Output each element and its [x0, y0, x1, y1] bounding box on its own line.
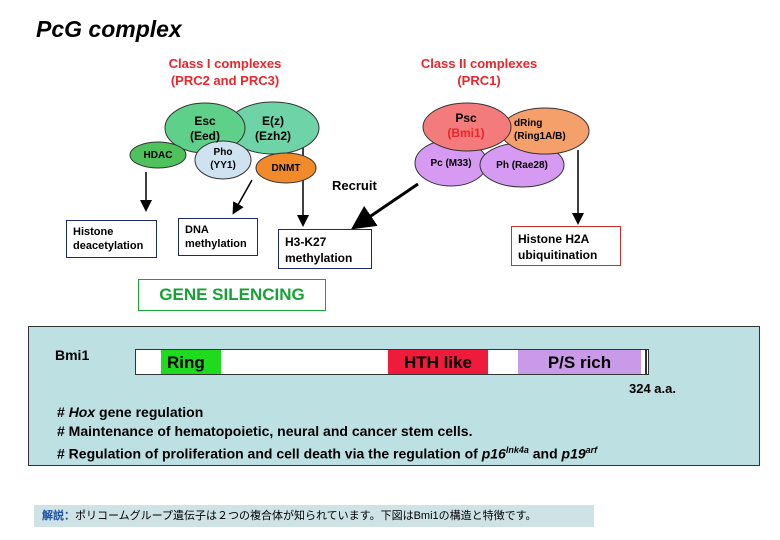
prolif-text: # Regulation of proliferation and cell d… — [57, 445, 482, 462]
class-ii-heading: Class II complexes (PRC1) — [404, 55, 554, 89]
bmi1-panel-title: Bmi1 — [55, 347, 90, 363]
and-text: and — [528, 445, 562, 462]
bmi1-domain-bar: Ring HTH like P/S rich — [135, 349, 649, 375]
explanation-note: 解説：ポリコームグループ遺伝子は２つの複合体が知られています。下図はBmi1の構… — [34, 505, 594, 527]
class-ii-heading-line1: Class II complexes — [420, 56, 538, 71]
histone-deac-line2: deacetylation — [73, 240, 144, 252]
yy1-name: (YY1) — [210, 160, 236, 171]
ph-label: Ph (Rae28) — [496, 160, 548, 171]
feature-stem-cells: # Maintenance of hematopoietic, neural a… — [57, 423, 473, 439]
dna-meth-line1: DNA — [185, 224, 209, 236]
hdac-label: HDAC — [143, 150, 173, 161]
bmi1-features: # Hox gene regulation # Maintenance of h… — [57, 403, 597, 464]
p19-text: p19 — [561, 445, 586, 462]
psc-label: Psc (Bmi1) — [430, 111, 502, 141]
note-text: ポリコームグループ遺伝子は２つの複合体が知られています。下図はBmi1の構造と特… — [75, 510, 537, 522]
class-i-heading-line1: Class I complexes — [168, 56, 282, 71]
h2a-line1: Histone H2A — [518, 232, 590, 246]
feature-hox: # Hox gene regulation — [57, 403, 597, 422]
dnmt-ellipse — [255, 152, 317, 184]
hdac-ellipse — [129, 141, 187, 169]
dring-label: dRing (Ring1A/B) — [508, 117, 590, 143]
arrow-recruit — [351, 182, 419, 230]
p19-superscript: arf — [585, 445, 598, 455]
ring-domain: Ring — [161, 350, 221, 374]
bmi1-name: (Bmi1) — [447, 126, 485, 140]
psc-name: Psc — [455, 111, 477, 125]
bar-end-marker — [645, 350, 647, 374]
gene-silencing-box: GENE SILENCING — [138, 279, 326, 311]
hox-prefix: # — [57, 404, 69, 420]
h2a-line2: ubiquitination — [518, 248, 598, 262]
dna-meth-line2: methylation — [185, 238, 247, 250]
arrow-dnmt — [232, 179, 253, 215]
h3k27-methylation-box: H3-K27 methylation — [278, 229, 372, 269]
pho-ellipse — [194, 140, 252, 180]
bmi1-panel: Bmi1 Ring HTH like P/S rich 324 a.a. # H… — [28, 326, 760, 466]
ezh2-name: (Ezh2) — [255, 129, 291, 143]
class-ii-heading-line2: (PRC1) — [457, 73, 501, 88]
psc-ellipse — [422, 102, 512, 152]
pho-label: Pho (YY1) — [198, 146, 248, 172]
hox-italic: Hox — [68, 404, 96, 420]
pc-label: Pc (M33) — [430, 158, 472, 169]
histone-h2a-ubiquitination-box: Histone H2A ubiquitination — [511, 226, 621, 266]
esc-label: Esc (Eed) — [170, 114, 240, 144]
dnmt-label: DNMT — [271, 163, 301, 174]
esc-name: Esc — [194, 114, 216, 128]
ez-label: E(z) (Ezh2) — [240, 114, 306, 144]
recruit-label: Recruit — [332, 178, 377, 193]
feature-proliferation: # Regulation of proliferation and cell d… — [57, 441, 597, 464]
class-i-heading-line2: (PRC2 and PRC3) — [170, 73, 280, 88]
page-title: PcG complex — [36, 16, 182, 42]
histone-deacetylation-box: Histone deacetylation — [66, 220, 157, 258]
pho-name: Pho — [213, 147, 233, 158]
class-i-heading: Class I complexes (PRC2 and PRC3) — [150, 55, 300, 89]
p16-superscript: Ink4a — [505, 445, 529, 455]
dring-name: dRing — [514, 118, 543, 129]
hth-domain: HTH like — [388, 350, 488, 374]
ez-name: E(z) — [262, 114, 284, 128]
h3k27-line2: methylation — [285, 251, 353, 265]
hox-suffix: gene regulation — [95, 404, 204, 420]
dna-methylation-box: DNA methylation — [178, 218, 258, 256]
h3k27-line1: H3-K27 — [285, 235, 327, 249]
bmi1-length: 324 a.a. — [629, 381, 676, 396]
eed-name: (Eed) — [190, 129, 220, 143]
histone-deac-line1: Histone — [73, 226, 114, 238]
p16-text: p16 — [481, 445, 506, 462]
ps-rich-domain: P/S rich — [518, 350, 641, 374]
note-lead: 解説： — [42, 510, 75, 522]
ring1-name: (Ring1A/B) — [514, 131, 566, 142]
